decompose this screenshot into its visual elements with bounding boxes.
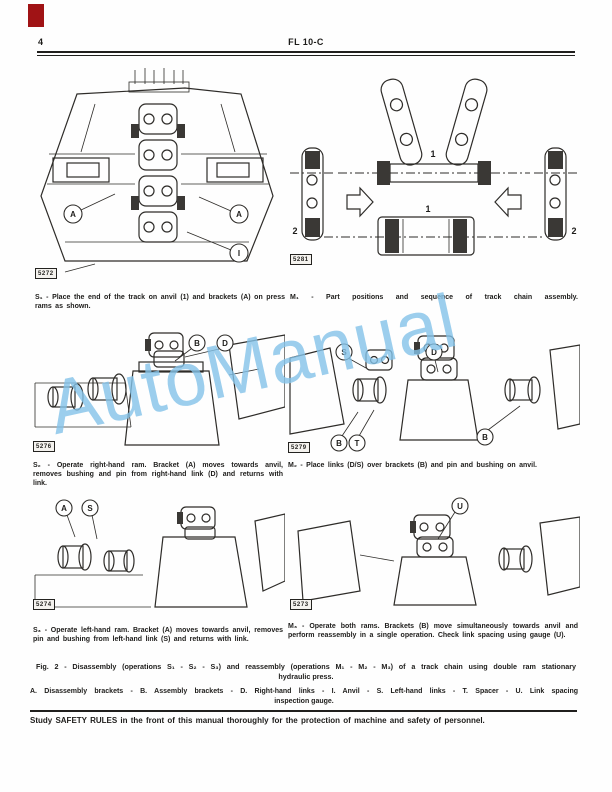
- label-pin-bottom: 1: [425, 204, 430, 214]
- svg-text:B: B: [482, 433, 488, 442]
- parts-drawing-m1: 1 2 2 1: [290, 78, 578, 256]
- press-drawing-m3: U: [297, 497, 580, 606]
- figure-m1-part-positions: 1 2 2 1: [290, 64, 578, 266]
- right-link: [544, 147, 567, 241]
- svg-text:S: S: [341, 348, 347, 357]
- svg-text:D: D: [222, 339, 228, 348]
- red-corner-mark: [28, 4, 44, 27]
- photo-ref-s3: 5274: [33, 599, 55, 610]
- figure-s1-press-front-view: A A I 5272: [35, 64, 280, 292]
- arrow-right-icon: [346, 186, 374, 218]
- svg-text:A: A: [61, 504, 67, 513]
- svg-text:T: T: [355, 439, 360, 448]
- photo-ref-m1: 5281: [290, 254, 312, 265]
- label-link-left: 2: [292, 226, 297, 236]
- footer-safety-note: Study SAFETY RULES in the front of this …: [30, 716, 485, 725]
- caption-s3: S₃ - Operate left-hand ram. Bracket (A) …: [33, 627, 283, 644]
- left-roller: [47, 383, 84, 411]
- right-roller-m3: [498, 545, 533, 573]
- arrow-left-icon: [494, 186, 522, 218]
- header-title: FL 10-C: [288, 37, 324, 47]
- callout-a-left: A: [63, 193, 116, 224]
- photo-ref-s1: 5272: [35, 268, 57, 279]
- svg-text:B: B: [194, 339, 200, 348]
- svg-text:U: U: [457, 502, 463, 511]
- callout-u-m3: U: [437, 497, 469, 540]
- svg-text:I: I: [238, 249, 240, 258]
- press-drawing-s3: A S: [34, 499, 285, 608]
- callout-d-s2: D: [184, 334, 234, 358]
- anvil-press-s3: [154, 506, 248, 608]
- left-roller-m2: [352, 349, 393, 404]
- svg-text:B: B: [336, 439, 342, 448]
- callout-b1-m2: B: [330, 411, 359, 452]
- callout-s-s3: S: [81, 499, 99, 540]
- photo-ref-s2: 5276: [33, 441, 55, 452]
- caption-m1: M₁ - Part positions and sequence of trac…: [290, 294, 578, 301]
- header-rule-thin: [37, 55, 575, 56]
- callout-s-m2: S: [335, 343, 367, 369]
- figure-s3-left-ram: A S: [33, 495, 285, 623]
- label-link-right: 2: [571, 226, 576, 236]
- figure-m2-place-links: S D B T B 5279: [288, 328, 580, 460]
- right-roller-m2: [504, 376, 541, 404]
- callout-a-right: A: [198, 196, 249, 224]
- callout-a-s3: A: [55, 499, 76, 538]
- caption-s2: S₂ - Operate right-hand ram. Bracket (A)…: [33, 462, 283, 488]
- caption-s1: S₁ - Place the end of the track on anvil…: [35, 294, 285, 311]
- anvil-press: [124, 332, 220, 446]
- svg-text:A: A: [70, 210, 76, 219]
- left-roller-s3: [57, 543, 92, 571]
- second-roller: [87, 373, 127, 405]
- figure-2-caption-line1: Fig. 2 - Disassembly (operations S₁ - S₂…: [36, 662, 576, 671]
- svg-text:D: D: [431, 348, 437, 357]
- callout-b2-m2: B: [476, 405, 521, 446]
- press-drawing-s2: B D: [34, 332, 285, 446]
- caption-m2: M₂ - Place links (D/S) over brackets (B)…: [288, 462, 537, 469]
- footer-rule: [30, 710, 577, 712]
- figure-s2-right-ram: B D 5276: [33, 325, 285, 458]
- callout-t-m2: T: [348, 409, 375, 452]
- caption-m3: M₃ - Operate both rams. Brackets (B) mov…: [288, 623, 578, 640]
- figure-2-caption-line2: hydraulic press.: [278, 672, 334, 681]
- center-chain-m3: [393, 514, 477, 606]
- figure-m3-both-rams: U 5273: [288, 495, 580, 619]
- svg-text:S: S: [87, 504, 93, 513]
- bushing: [377, 216, 475, 256]
- page-number: 4: [38, 37, 44, 47]
- callout-b-s2: B: [174, 334, 206, 362]
- press-drawing-s1: A A I: [40, 68, 274, 273]
- legend-line1: A. Disassembly brackets - B. Assembly br…: [30, 688, 578, 695]
- header-rule-thick: [37, 51, 575, 53]
- press-drawing-m2: S D B T B: [289, 335, 580, 452]
- callout-d-m2: D: [425, 343, 443, 373]
- svg-text:A: A: [236, 210, 242, 219]
- legend-line2: inspection gauge.: [274, 698, 334, 705]
- second-roller-s3: [103, 549, 135, 573]
- callout-i-anvil: I: [186, 231, 249, 263]
- photo-ref-m2: 5279: [288, 442, 310, 453]
- left-link: [301, 147, 324, 241]
- label-pin-top: 1: [430, 149, 435, 159]
- photo-ref-m3: 5273: [290, 599, 312, 610]
